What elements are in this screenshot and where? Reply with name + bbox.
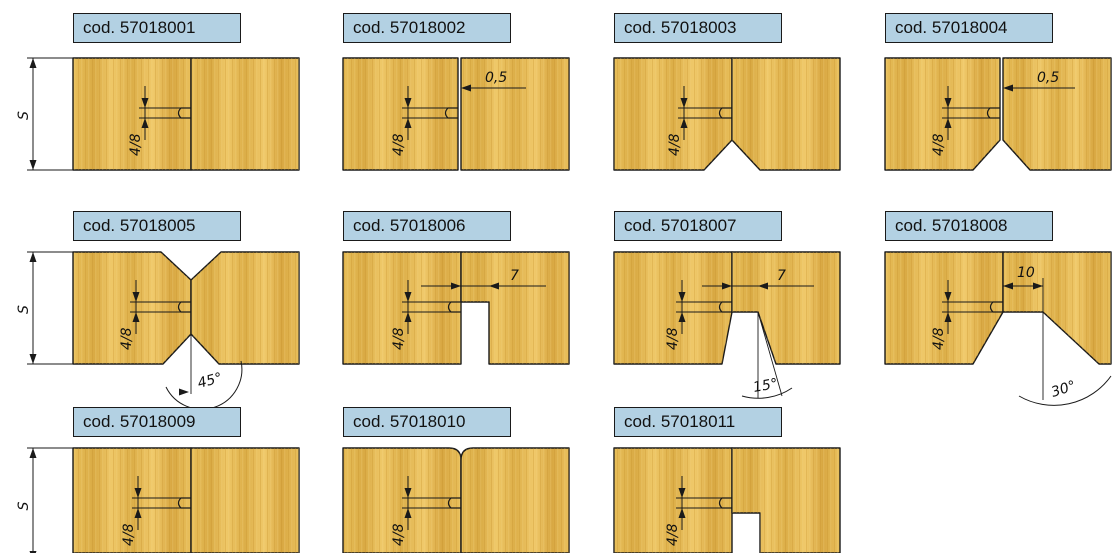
board-right-57018011-grain <box>732 448 840 553</box>
board-left-57018011-grain <box>614 448 732 553</box>
board-left-57018004-grain <box>885 58 1000 170</box>
tongue-arrow-bottom <box>141 118 149 128</box>
tongue-arrow-top <box>141 98 149 108</box>
tongue-arrow-bottom <box>944 312 952 322</box>
angle-arc-15 <box>741 387 793 399</box>
step-arrow-left <box>722 282 732 290</box>
tongue-dimension-text: 4/8 <box>931 133 947 156</box>
board-left-57018001-grain <box>73 58 191 170</box>
tongue-dimension-text: 4/8 <box>665 523 681 546</box>
step-arrow-left <box>451 282 461 290</box>
step-arrow-left <box>1003 282 1013 290</box>
tongue-arrow-bottom <box>944 118 952 128</box>
board-right-57018008-grain <box>1003 252 1111 364</box>
tongue-dimension-text: 4/8 <box>391 523 407 546</box>
tongue-dimension-text: 4/8 <box>121 523 137 546</box>
step-dimension-text: 7 <box>777 268 786 284</box>
board-right-57018001-grain <box>191 58 299 170</box>
board-right-57018010-grain <box>461 448 569 553</box>
board-left-57018010-grain <box>343 448 461 553</box>
tongue-dimension-text: 4/8 <box>391 327 407 350</box>
angle-text-45: 45° <box>196 370 224 392</box>
offset-dimension-text: 0,5 <box>485 70 507 86</box>
code-label-57018006: cod. 57018006 <box>343 211 511 241</box>
tongue-arrow-top <box>680 98 688 108</box>
board-left-57018002-grain <box>343 58 458 170</box>
s-arrow-bottom <box>29 160 37 170</box>
code-label-57018011: cod. 57018011 <box>614 407 782 437</box>
board-right-57018009-grain <box>191 448 299 553</box>
s-arrow-top <box>29 58 37 68</box>
board-right-57018006-grain <box>461 252 569 364</box>
angle-arc-30 <box>1018 375 1112 406</box>
tongue-dimension-text: 4/8 <box>931 327 947 350</box>
code-label-57018010: cod. 57018010 <box>343 407 511 437</box>
s-dimension-text: S <box>16 305 32 314</box>
code-label-57018001: cod. 57018001 <box>73 13 241 43</box>
board-left-57018003-grain <box>614 58 732 170</box>
s-arrow-top <box>29 252 37 262</box>
tongue-dimension-text: 4/8 <box>119 327 135 350</box>
tongue-arrow-top <box>944 98 952 108</box>
offset-arrow <box>461 84 471 92</box>
board-left-57018006-grain <box>343 252 461 364</box>
code-label-57018004: cod. 57018004 <box>885 13 1053 43</box>
code-label-57018005: cod. 57018005 <box>73 211 241 241</box>
code-label-57018008: cod. 57018008 <box>885 211 1053 241</box>
angle-text-15: 15° <box>752 376 779 396</box>
tongue-dimension-text: 4/8 <box>391 133 407 156</box>
s-dimension-text: S <box>16 502 32 511</box>
code-label-57018007: cod. 57018007 <box>614 211 782 241</box>
angle-arrow <box>179 388 189 396</box>
offset-arrow <box>1003 84 1013 92</box>
code-label-57018003: cod. 57018003 <box>614 13 782 43</box>
board-left-57018008-grain <box>885 252 1003 364</box>
tongue-arrow-top <box>404 98 412 108</box>
code-label-57018009: cod. 57018009 <box>73 407 241 437</box>
tongue-arrow-top <box>678 292 686 302</box>
tongue-arrow-bottom <box>404 508 412 518</box>
board-right-57018005-grain <box>191 252 299 364</box>
step-dimension-text: 10 <box>1017 265 1035 281</box>
step-dimension-text: 7 <box>510 268 519 284</box>
tongue-dimension-text: 4/8 <box>128 133 144 156</box>
tongue-arrow-top <box>134 488 142 498</box>
tongue-dimension-text: 4/8 <box>665 327 681 350</box>
board-right-57018004-grain <box>1003 58 1111 170</box>
tongue-arrow-top <box>678 488 686 498</box>
tongue-arrow-top <box>944 292 952 302</box>
step-arrow-right <box>758 282 768 290</box>
tongue-arrow-bottom <box>404 312 412 322</box>
offset-dimension-text: 0,5 <box>1037 70 1059 86</box>
step-arrow-right <box>1033 282 1043 290</box>
step-arrow-right <box>489 282 499 290</box>
board-left-57018007-grain <box>614 252 732 364</box>
tongue-arrow-bottom <box>132 312 140 322</box>
tongue-arrow-bottom <box>678 312 686 322</box>
tongue-arrow-bottom <box>680 118 688 128</box>
board-left-57018005-grain <box>73 252 191 364</box>
s-arrow-top <box>29 448 37 458</box>
board-right-57018003-grain <box>732 58 840 170</box>
tongue-arrow-bottom <box>404 118 412 128</box>
angle-reference-line <box>757 311 783 397</box>
tongue-arrow-bottom <box>678 508 686 518</box>
tongue-arrow-top <box>132 292 140 302</box>
board-left-57018009-grain <box>73 448 191 553</box>
s-arrow-bottom <box>29 354 37 364</box>
tongue-arrow-bottom <box>134 508 142 518</box>
tongue-arrow-top <box>404 488 412 498</box>
tongue-dimension-text: 4/8 <box>667 133 683 156</box>
s-dimension-text: S <box>16 111 32 120</box>
board-right-57018007-grain <box>732 252 840 364</box>
code-label-57018002: cod. 57018002 <box>343 13 511 43</box>
angle-text-30: 30° <box>1049 378 1078 401</box>
tongue-arrow-top <box>404 292 412 302</box>
board-right-57018002-grain <box>461 58 569 170</box>
